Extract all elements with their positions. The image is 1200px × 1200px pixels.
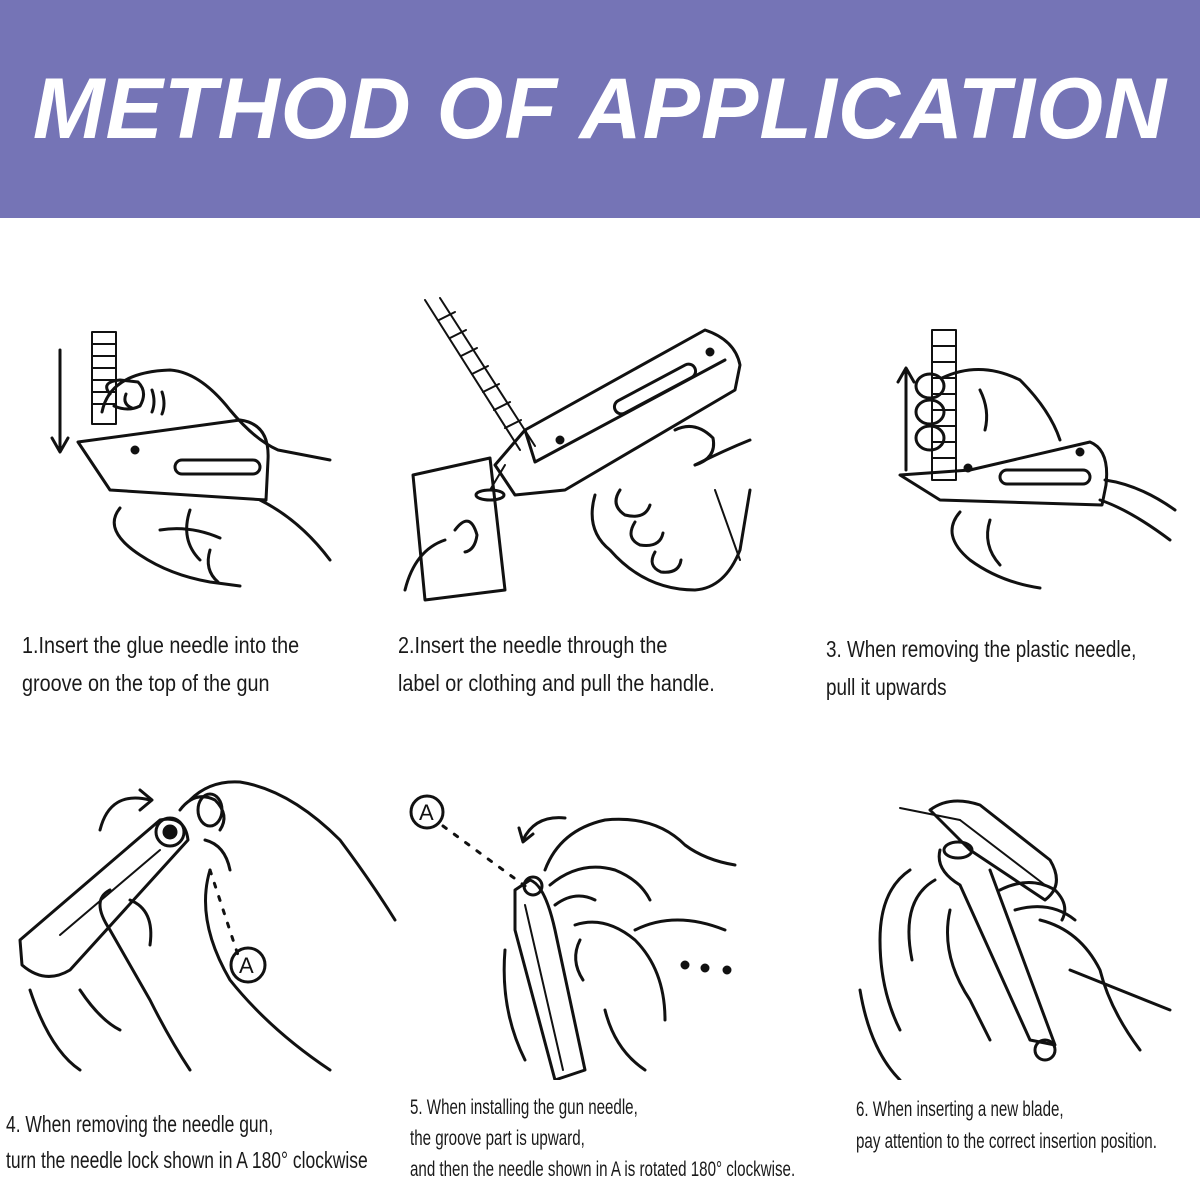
page-title: METHOD OF APPLICATION	[32, 60, 1168, 157]
hand-loading-needle-strip-icon	[50, 331, 332, 588]
step-5-line-1: 5. When installing the gun needle,	[410, 1096, 638, 1119]
step-1-line-2: groove on the top of the gun	[22, 670, 270, 696]
step-5-illustration: A	[405, 790, 755, 1080]
step-4-line-2: turn the needle lock shown in A 180° clo…	[6, 1147, 368, 1173]
step-3-caption: 3. When removing the plastic needle, pul…	[826, 630, 1136, 706]
step-2-line-1: 2.Insert the needle through the	[398, 632, 668, 658]
hands-installing-needle-icon: A	[409, 794, 737, 1080]
step-1-caption: 1.Insert the glue needle into the groove…	[22, 626, 299, 702]
step-4-illustration: A	[10, 770, 400, 1080]
step-6-illustration	[840, 790, 1190, 1080]
step-5-caption: 5. When installing the gun needle, the g…	[410, 1092, 795, 1185]
hands-inserting-blade-icon	[858, 799, 1172, 1080]
step-2-caption: 2.Insert the needle through the label or…	[398, 626, 715, 702]
step-3-line-1: 3. When removing the plastic needle,	[826, 636, 1137, 662]
step-1-illustration	[40, 320, 340, 610]
step-1-line-1: 1.Insert the glue needle into the	[22, 632, 300, 658]
svg-text:A: A	[419, 800, 434, 825]
hand-removing-needle-strip-icon	[896, 329, 1177, 590]
step-5-line-3: and then the needle shown in A is rotate…	[410, 1158, 796, 1181]
svg-text:A: A	[239, 953, 254, 978]
step-6-line-2: pay attention to the correct insertion p…	[856, 1130, 1157, 1153]
step-4-caption: 4. When removing the needle gun, turn th…	[6, 1106, 368, 1178]
step-6-line-1: 6. When inserting a new blade,	[856, 1098, 1064, 1121]
hands-turning-needle-lock-icon: A	[18, 780, 397, 1072]
step-6-caption: 6. When inserting a new blade, pay atten…	[856, 1094, 1157, 1158]
step-2-line-2: label or clothing and pull the handle.	[398, 670, 715, 696]
step-3-illustration	[890, 320, 1180, 610]
step-4-line-1: 4. When removing the needle gun,	[6, 1111, 274, 1137]
step-3-line-2: pull it upwards	[826, 674, 947, 700]
hand-tagging-label-icon	[403, 297, 752, 602]
step-2-illustration	[395, 290, 755, 610]
header-banner: METHOD OF APPLICATION	[0, 0, 1200, 218]
step-5-line-2: the groove part is upward,	[410, 1127, 585, 1150]
